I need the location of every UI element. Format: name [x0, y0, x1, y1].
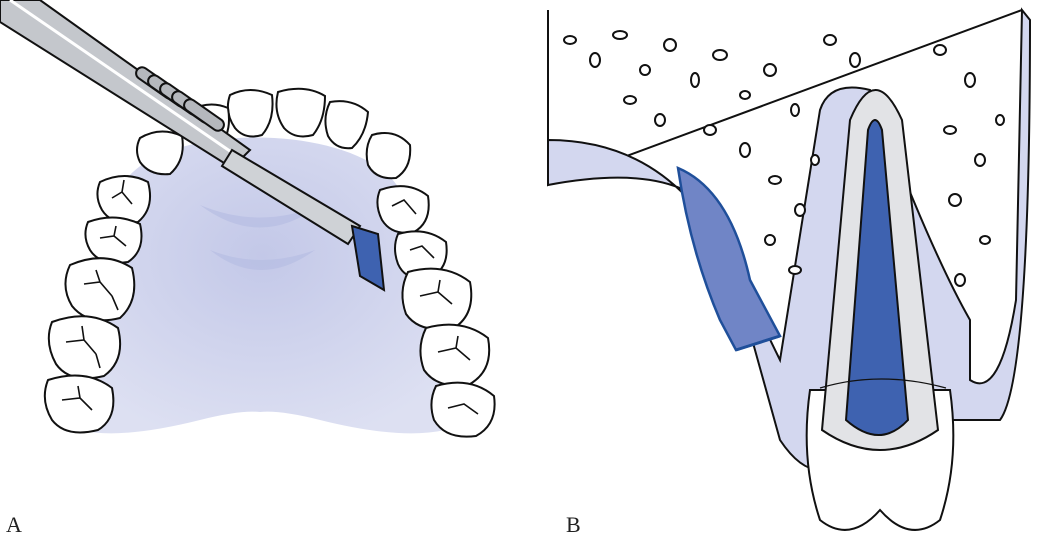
panel-a: A — [0, 0, 530, 544]
panel-label-b: B — [566, 512, 581, 538]
panel-b-illustration — [530, 0, 1043, 544]
panel-a-illustration — [0, 0, 530, 544]
panel-b: B — [530, 0, 1043, 544]
palatal-mucosa — [548, 10, 1030, 470]
scalpel-handle — [0, 0, 250, 168]
palatal-flap — [678, 168, 780, 350]
panel-label-a: A — [6, 512, 22, 538]
